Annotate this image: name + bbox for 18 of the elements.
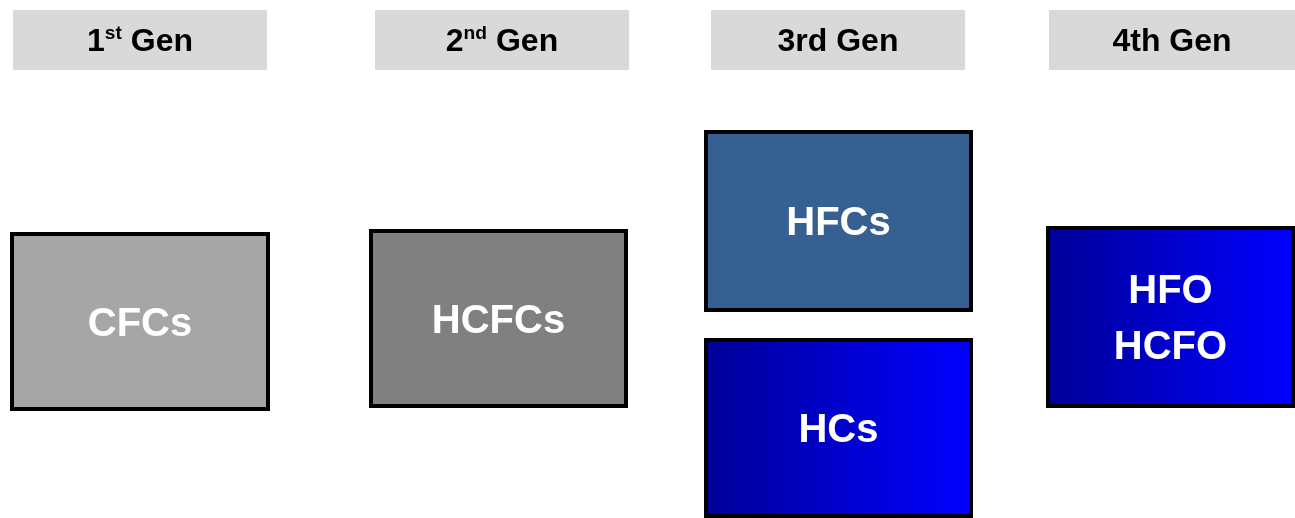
column-header [1049, 10, 1295, 70]
box-label: CFCs [87, 298, 193, 346]
box-label: HFCs [786, 198, 891, 245]
category-box [369, 229, 628, 408]
header-label: 3rd Gen [777, 21, 899, 59]
column-header [13, 10, 267, 70]
column-header [711, 10, 965, 70]
box-label: HCs [798, 405, 879, 452]
column-header [375, 10, 629, 70]
category-box [704, 130, 973, 312]
box-label: HFO HCFO [1113, 266, 1228, 369]
header-label: 4th Gen [1112, 21, 1232, 59]
box-label: HCFCs [431, 295, 566, 343]
header-label: 2$^{nd}$ Gen [445, 21, 559, 59]
category-box [704, 338, 973, 518]
category-box [10, 232, 270, 411]
header-label: 1$^{st}$ Gen [87, 21, 193, 59]
category-box [1046, 226, 1295, 408]
